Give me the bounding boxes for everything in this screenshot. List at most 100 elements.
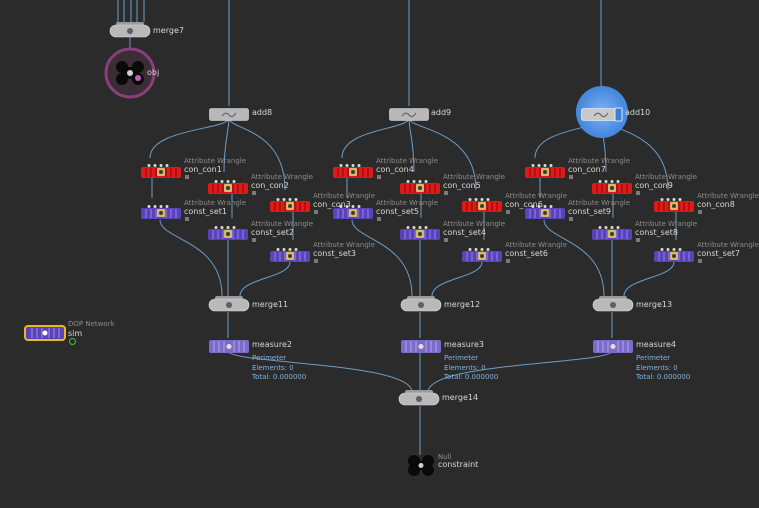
- const-set2-label: const_set2: [251, 228, 294, 237]
- con-con2-node[interactable]: [208, 179, 248, 198]
- object-merge-icon[interactable]: [104, 47, 156, 99]
- add9-node[interactable]: [389, 106, 429, 125]
- const-set7-type: Attribute Wrangle: [697, 241, 759, 249]
- wrangle-node-shape[interactable]: [592, 180, 632, 194]
- wrangle-node-shape[interactable]: [462, 198, 502, 212]
- const-set1-node[interactable]: [141, 204, 181, 223]
- wrangle-node-shape[interactable]: [141, 205, 181, 219]
- con-con8-label: con_con8: [697, 200, 735, 209]
- wrangle-node-shape[interactable]: [333, 164, 373, 178]
- add-node-shape[interactable]: [581, 107, 623, 122]
- const-set4-node[interactable]: [400, 225, 440, 244]
- con-con9-node[interactable]: [592, 179, 632, 198]
- wrangle-node-shape[interactable]: [208, 226, 248, 240]
- merge-node-shape[interactable]: [109, 22, 151, 38]
- info-heading: Perimeter: [252, 354, 287, 362]
- wrangle-node-shape[interactable]: [400, 226, 440, 240]
- measure3-label: measure3: [444, 340, 484, 349]
- wrangle-node-shape[interactable]: [270, 248, 310, 262]
- merge13-node[interactable]: [592, 296, 634, 316]
- add8-node[interactable]: [209, 106, 249, 125]
- con-con4-node[interactable]: [333, 163, 373, 182]
- measure4-info: Perimeter Elements: 0 Total: 0.000000: [636, 354, 690, 383]
- const-set9-label: const_set9: [568, 207, 611, 216]
- const-set1-type: Attribute Wrangle: [184, 199, 247, 207]
- con-con6-node[interactable]: [462, 197, 502, 216]
- merge12-node[interactable]: [400, 296, 442, 316]
- constraint-type: Null: [438, 453, 452, 461]
- const-set2-type: Attribute Wrangle: [251, 220, 314, 228]
- wrangle-node-shape[interactable]: [654, 198, 694, 212]
- dop-network-shape[interactable]: [24, 325, 66, 341]
- const-set7-label: const_set7: [697, 249, 740, 258]
- lock-icon: [444, 191, 448, 195]
- merge-node-shape[interactable]: [208, 296, 250, 312]
- wrangle-node-shape[interactable]: [141, 164, 181, 178]
- con-con5-label: con_con5: [443, 181, 481, 190]
- measure-node-shape[interactable]: [593, 340, 633, 353]
- wrangle-node-shape[interactable]: [525, 164, 565, 178]
- con-con9-label: con_con9: [635, 181, 673, 190]
- const-set5-node[interactable]: [333, 204, 373, 223]
- merge11-node[interactable]: [208, 296, 250, 316]
- merge-node-shape[interactable]: [592, 296, 634, 312]
- con-con3-node[interactable]: [270, 197, 310, 216]
- merge-node-shape[interactable]: [400, 296, 442, 312]
- measure4-label: measure4: [636, 340, 676, 349]
- info-total: Total: 0.000000: [636, 373, 691, 381]
- wrangle-node-shape[interactable]: [400, 180, 440, 194]
- add-node-shape[interactable]: [389, 108, 429, 121]
- con-con1-node[interactable]: [141, 163, 181, 182]
- con-con3-label: con_con3: [313, 200, 351, 209]
- lock-icon: [314, 210, 318, 214]
- con-con4-label: con_con4: [376, 165, 414, 174]
- lock-icon: [698, 259, 702, 263]
- lock-icon: [444, 238, 448, 242]
- con-con7-node[interactable]: [525, 163, 565, 182]
- const-set1-label: const_set1: [184, 207, 227, 216]
- con-con6-type: Attribute Wrangle: [505, 192, 568, 200]
- lock-icon: [636, 191, 640, 195]
- const-set5-type: Attribute Wrangle: [376, 199, 439, 207]
- merge14-node[interactable]: [398, 390, 440, 410]
- con-con9-type: Attribute Wrangle: [635, 173, 698, 181]
- add8-label: add8: [252, 108, 273, 117]
- wrangle-node-shape[interactable]: [462, 248, 502, 262]
- merge13-label: merge13: [636, 300, 673, 309]
- const-set7-node[interactable]: [654, 247, 694, 266]
- wrangle-node-shape[interactable]: [525, 205, 565, 219]
- measure4-node[interactable]: [593, 338, 633, 357]
- const-set8-node[interactable]: [592, 225, 632, 244]
- wrangle-node-shape[interactable]: [654, 248, 694, 262]
- sim-node[interactable]: [24, 325, 66, 345]
- con-con5-node[interactable]: [400, 179, 440, 198]
- measure3-node[interactable]: [401, 338, 441, 357]
- obj-node[interactable]: [104, 47, 156, 103]
- constraint-node[interactable]: [405, 453, 437, 481]
- add10-node[interactable]: [581, 106, 623, 125]
- const-set3-node[interactable]: [270, 247, 310, 266]
- measure2-node[interactable]: [209, 338, 249, 357]
- wrangle-node-shape[interactable]: [270, 198, 310, 212]
- const-set2-node[interactable]: [208, 225, 248, 244]
- merge-node-shape[interactable]: [398, 390, 440, 406]
- const-set9-node[interactable]: [525, 204, 565, 223]
- measure-node-shape[interactable]: [209, 340, 249, 353]
- wrangle-node-shape[interactable]: [208, 180, 248, 194]
- null-node-icon[interactable]: [405, 453, 437, 477]
- sim-flag-icon: [69, 338, 76, 345]
- measure2-label: measure2: [252, 340, 292, 349]
- con-con4-type: Attribute Wrangle: [376, 157, 439, 165]
- wrangle-node-shape[interactable]: [592, 226, 632, 240]
- lock-icon: [185, 175, 189, 179]
- merge7-node[interactable]: [109, 22, 151, 42]
- con-con6-label: con_con6: [505, 200, 543, 209]
- add-node-shape[interactable]: [209, 108, 249, 121]
- con-con8-node[interactable]: [654, 197, 694, 216]
- con-con1-label: con_con1: [184, 165, 222, 174]
- measure-node-shape[interactable]: [401, 340, 441, 353]
- const-set5-label: const_set5: [376, 207, 419, 216]
- const-set6-node[interactable]: [462, 247, 502, 266]
- lock-icon: [569, 217, 573, 221]
- wrangle-node-shape[interactable]: [333, 205, 373, 219]
